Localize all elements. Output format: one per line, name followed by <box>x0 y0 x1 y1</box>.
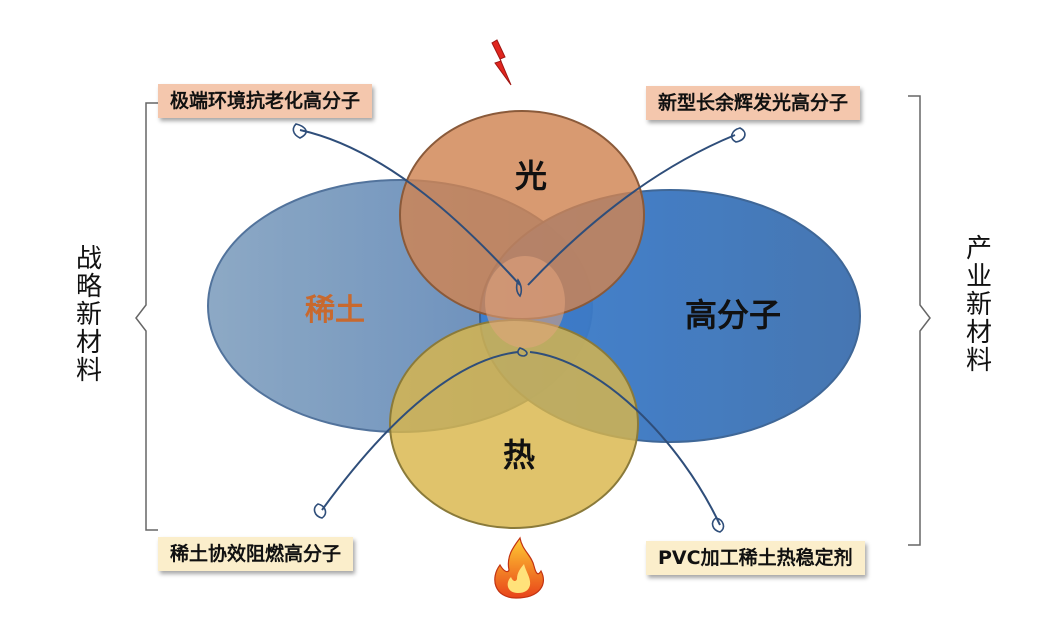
label-rare-earth: 稀土 <box>305 293 365 328</box>
label-polymer: 高分子 <box>685 296 781 334</box>
center-overlap <box>485 256 565 348</box>
connector-tips <box>292 123 746 533</box>
lightning-icon <box>491 39 512 86</box>
label-heat: 热 <box>503 436 535 474</box>
flame-icon <box>494 536 545 599</box>
connector-bottom-right <box>529 351 721 526</box>
side-label-right: 产 业 新 材 料 <box>965 234 992 376</box>
connector-bottom-left <box>321 351 519 511</box>
right-bracket <box>908 95 931 546</box>
tag-bottom-left: 稀土协效阻燃高分子 <box>158 537 354 571</box>
label-light: 光 <box>515 157 547 195</box>
side-brackets <box>135 95 931 546</box>
side-label-left: 战 略 新 材 料 <box>75 244 102 386</box>
heat-circle <box>389 319 639 529</box>
connector-lines <box>299 129 736 526</box>
tag-bottom-right: PVC加工稀土热稳定剂 <box>646 541 865 575</box>
tag-top-right: 新型长余辉发光高分子 <box>646 86 861 120</box>
left-bracket <box>135 102 158 531</box>
tag-top-left: 极端环境抗老化高分子 <box>158 84 373 118</box>
connector-top-left <box>299 129 521 286</box>
connector-top-right <box>527 134 736 286</box>
